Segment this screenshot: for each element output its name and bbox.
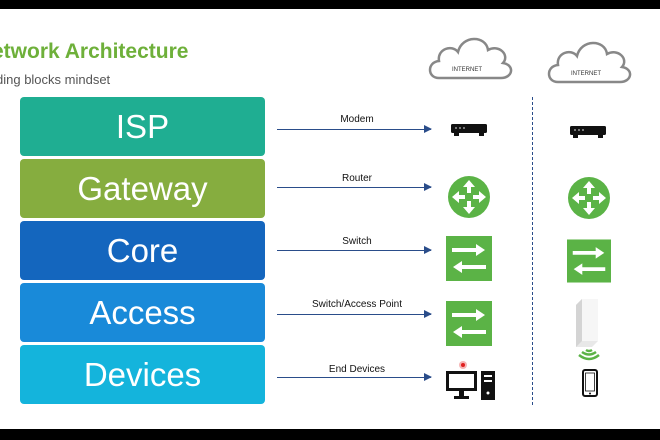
- mobile-phone-icon: [582, 369, 598, 397]
- router-icon: [568, 177, 610, 219]
- connector-label-modem: Modem: [340, 114, 374, 125]
- connector-label-switch: Switch: [342, 236, 372, 247]
- layer-devices: Devices: [20, 345, 265, 404]
- connector-arrow: [277, 183, 432, 191]
- modem-icon: [570, 126, 606, 138]
- switch-icon: [446, 236, 492, 281]
- computer-icon: [446, 361, 495, 400]
- cloud-icon: INTERNET: [428, 37, 513, 80]
- connector-label-end-devices: End Devices: [328, 364, 386, 375]
- router-icon: [448, 176, 490, 218]
- layer-isp: ISP: [20, 97, 265, 156]
- cloud-label: INTERNET: [571, 71, 601, 77]
- connector-arrow: [277, 310, 432, 318]
- layer-gateway: Gateway: [20, 159, 265, 218]
- slide: etwork Architecture ding blocks mindset …: [0, 9, 660, 429]
- layer-core: Core: [20, 221, 265, 280]
- switch-icon: [446, 301, 492, 346]
- connector-label-router: Router: [341, 173, 372, 184]
- modem-icon: [451, 124, 487, 136]
- layer-access: Access: [20, 283, 265, 342]
- switch-icon: [567, 239, 611, 283]
- cloud-icon: INTERNET: [547, 41, 632, 84]
- connector-arrow: [277, 246, 432, 254]
- access-point-icon: [576, 299, 600, 361]
- page-title: etwork Architecture: [0, 40, 189, 63]
- connector-arrow: [277, 125, 432, 133]
- connector-arrow: [277, 373, 432, 381]
- page-subtitle: ding blocks mindset: [0, 72, 111, 87]
- connector-label-switch-access-point: Switch/Access Point: [311, 299, 403, 310]
- column-divider: [532, 97, 533, 405]
- cloud-label: INTERNET: [452, 67, 482, 73]
